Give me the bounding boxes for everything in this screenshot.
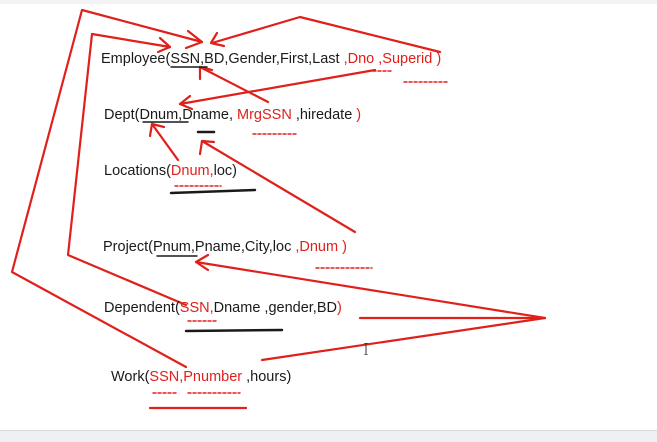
text-cursor-icon — [364, 343, 368, 355]
close-paren: ) — [352, 107, 362, 123]
attr-pnum: Pnum — [152, 239, 191, 255]
arrowhead-7 — [198, 139, 216, 156]
relation-locations: Locations(Dnum,loc) — [104, 162, 237, 180]
relation-dependent: Dependent(SSN,Dname ,gender,BD) — [104, 299, 342, 317]
relation-dept: Dept(Dnum,Dname, MrgSSN ,hiredate ) — [104, 106, 361, 124]
attr-dname: ,Dname, — [178, 107, 238, 123]
attr-dno: ,Dno — [339, 51, 375, 67]
arrowhead-8 — [194, 253, 210, 272]
attr-hiredate: ,hiredate — [291, 107, 353, 123]
fk-line-proj-dnum-to-dnum — [200, 139, 357, 234]
open-paren: ( — [165, 51, 171, 67]
relation-name: Project — [103, 239, 149, 255]
attr-mrgssn: MrgSSN — [237, 107, 292, 123]
fk-line-superid-to-ssn — [210, 15, 442, 54]
top-window-strip — [0, 0, 657, 4]
arrowhead-1 — [184, 29, 204, 50]
open-paren: ( — [134, 107, 140, 123]
close-paren: ) — [336, 300, 342, 316]
attr-ssn: SSN — [170, 51, 201, 67]
arrowhead-2 — [209, 31, 226, 48]
attr-list: ,BD,Gender,First,Last — [200, 51, 340, 67]
relation-employee: Employee(SSN,BD,Gender,First,Last ,Dno ,… — [101, 50, 441, 68]
pk-underline-locations — [169, 188, 257, 195]
fk-line-work-to-employee — [10, 8, 204, 369]
open-paren: ( — [144, 369, 150, 385]
attr-gender-bd: ,gender,BD — [260, 300, 337, 316]
pk-underline-dependent — [184, 328, 284, 333]
attr-hours: ,hours) — [242, 369, 292, 385]
arrowhead-4 — [178, 94, 194, 111]
arrowhead-6 — [148, 122, 166, 138]
attr-dnum: Dnum, — [170, 163, 214, 179]
fk-line-dno-to-dnum — [178, 68, 377, 106]
attr-pnumber: Pnumber — [183, 369, 243, 385]
relation-name: Dependent — [104, 300, 175, 316]
relation-project: Project(Pnum,Pname,City,loc ,Dnum ) — [103, 238, 347, 256]
attr-ssn: SSN, — [179, 300, 214, 316]
open-paren: ( — [166, 163, 171, 179]
attr-ssn: SSN, — [149, 369, 184, 385]
bottom-status-bar — [0, 430, 657, 442]
attr-superid: ,Superid — [374, 51, 433, 67]
open-paren: ( — [174, 300, 180, 316]
close-paren: ) — [338, 239, 347, 255]
attr-list: ,Pname,City,loc — [190, 239, 292, 255]
relation-name: Locations — [104, 163, 167, 179]
arrowhead-3 — [156, 36, 172, 54]
relation-name: Employee — [101, 51, 166, 67]
attr-dnum: ,Dnum — [291, 239, 339, 255]
attr-loc: loc) — [213, 163, 238, 179]
relation-work: Work(SSN,Pnumber ,hours) — [111, 368, 291, 386]
fk-line-loc-dnum-to-dnum — [150, 122, 180, 162]
attr-dnum: Dnum — [139, 107, 179, 123]
relation-name: Dept — [104, 107, 135, 123]
close-paren: ) — [432, 51, 442, 67]
fk-line-dependent-to-employee — [66, 32, 188, 307]
fk-line-mrgssn-to-ssn — [198, 65, 270, 104]
attr-dname: Dname — [213, 300, 261, 316]
relation-name: Work — [111, 369, 145, 385]
open-paren: ( — [148, 239, 153, 255]
